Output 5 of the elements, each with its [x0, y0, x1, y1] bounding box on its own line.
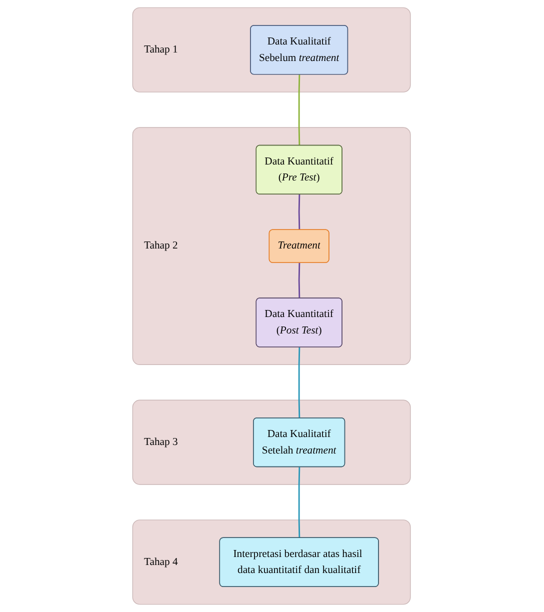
connector	[298, 347, 301, 418]
connector	[298, 74, 301, 146]
connector	[298, 467, 301, 538]
connector	[298, 262, 301, 298]
connector	[298, 194, 301, 230]
